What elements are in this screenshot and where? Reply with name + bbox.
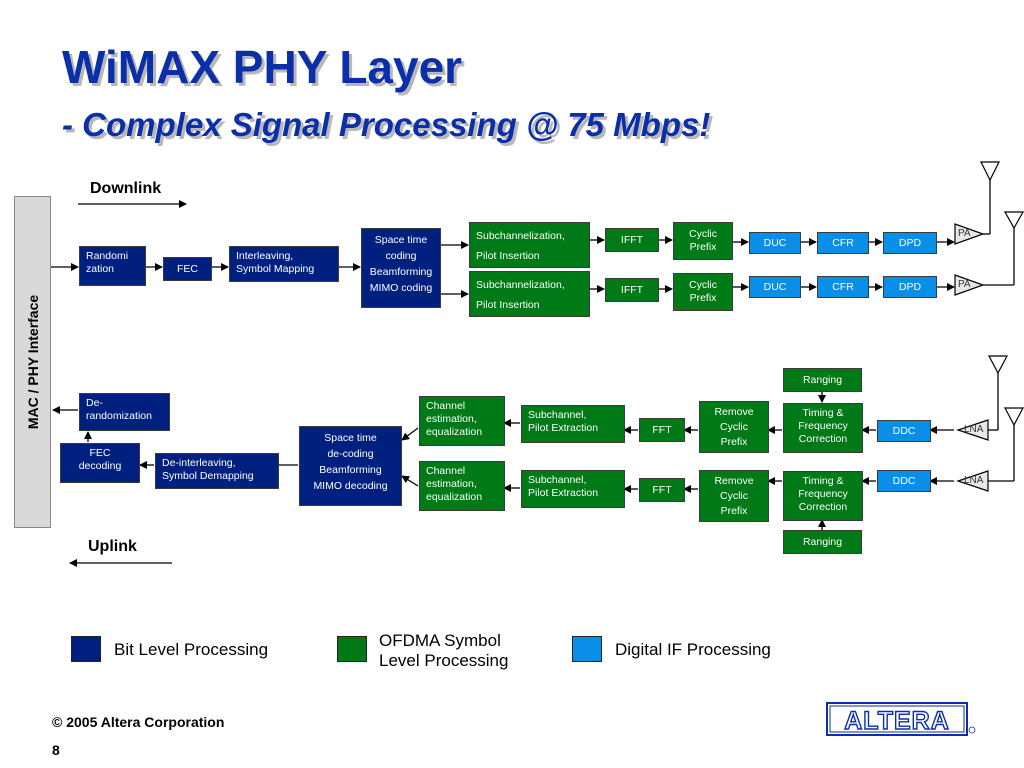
downlink-label: Downlink <box>90 180 162 197</box>
mac-phy-interface: MAC / PHY Interface <box>14 196 51 528</box>
copyright-text: © 2005 Altera Corporation <box>52 714 225 730</box>
pa-amplifier-icon <box>954 274 985 296</box>
ddc-block: DDC <box>877 470 931 492</box>
channel-estimation-block: Channel estimation, equalization <box>419 461 505 511</box>
ranging-block: Ranging <box>783 530 862 554</box>
fec-block: FEC <box>163 257 212 281</box>
legend-swatch-bit-level <box>71 636 101 662</box>
antenna-icon <box>1003 211 1024 230</box>
subchannel-extraction-block: Subchannel, Pilot Extraction <box>521 470 625 508</box>
remove-cyclic-prefix-block: Remove Cyclic Prefix <box>699 470 769 522</box>
timing-frequency-correction-block: Timing & Frequency Correction <box>783 471 863 521</box>
subchannelization-block: Subchannelization, Pilot Insertion <box>469 271 590 317</box>
subchannelization-block: Subchannelization, Pilot Insertion <box>469 222 590 268</box>
altera-logo: ALTERA <box>826 702 976 736</box>
ddc-block: DDC <box>877 420 931 442</box>
cyclic-prefix-block: Cyclic Prefix <box>673 273 733 311</box>
legend-label-ofdma-symbol: OFDMA Symbol Level Processing <box>379 631 509 670</box>
ranging-block: Ranging <box>783 368 862 392</box>
subchannel-extraction-block: Subchannel, Pilot Extraction <box>521 405 625 443</box>
legend-swatch-ofdma-symbol <box>337 636 367 662</box>
pa-amplifier-icon <box>954 223 985 245</box>
pa-label: PA <box>958 279 971 290</box>
dpd-block: DPD <box>883 232 937 254</box>
cfr-block: CFR <box>817 232 869 254</box>
pa-label: PA <box>958 228 971 239</box>
duc-block: DUC <box>749 232 801 254</box>
fft-block: FFT <box>639 418 685 442</box>
randomization-block: Randomi zation <box>79 246 146 286</box>
ifft-block: IFFT <box>605 228 659 252</box>
deinterleaving-block: De-interleaving, Symbol Demapping <box>155 453 279 489</box>
fft-block: FFT <box>639 478 685 502</box>
uplink-label: Uplink <box>88 538 137 555</box>
slide-title: WiMAX PHY Layer <box>62 41 463 93</box>
page-number: 8 <box>52 742 60 758</box>
lna-label: LNA <box>964 424 984 435</box>
lna-label: LNA <box>964 475 984 486</box>
dpd-block: DPD <box>883 276 937 298</box>
lna-amplifier-icon <box>956 419 989 441</box>
timing-frequency-correction-block: Timing & Frequency Correction <box>783 403 863 453</box>
lna-amplifier-icon <box>956 470 989 492</box>
remove-cyclic-prefix-block: Remove Cyclic Prefix <box>699 401 769 453</box>
channel-estimation-block: Channel estimation, equalization <box>419 396 505 446</box>
legend-label-bit-level: Bit Level Processing <box>114 640 269 659</box>
legend-swatch-digital-if <box>572 636 602 662</box>
space-time-decoding-block: Space time de-coding Beamforming MIMO de… <box>299 426 402 506</box>
interleaving-block: Interleaving, Symbol Mapping <box>229 246 339 282</box>
space-time-coding-block: Space time coding Beamforming MIMO codin… <box>361 228 441 308</box>
cyclic-prefix-block: Cyclic Prefix <box>673 222 733 260</box>
antenna-icon <box>980 161 1000 182</box>
duc-block: DUC <box>749 276 801 298</box>
cfr-block: CFR <box>817 276 869 298</box>
slide-subtitle: - Complex Signal Processing @ 75 Mbps! <box>62 106 711 143</box>
ifft-block: IFFT <box>605 278 659 302</box>
altera-logo-text: ALTERA <box>844 707 950 735</box>
antenna-icon <box>1004 407 1024 427</box>
antenna-icon <box>988 355 1008 375</box>
fec-decoding-block: FEC decoding <box>60 443 140 483</box>
legend-label-digital-if: Digital IF Processing <box>615 640 771 659</box>
derandomization-block: De- randomization <box>79 393 170 431</box>
mac-phy-interface-label: MAC / PHY Interface <box>24 294 41 430</box>
